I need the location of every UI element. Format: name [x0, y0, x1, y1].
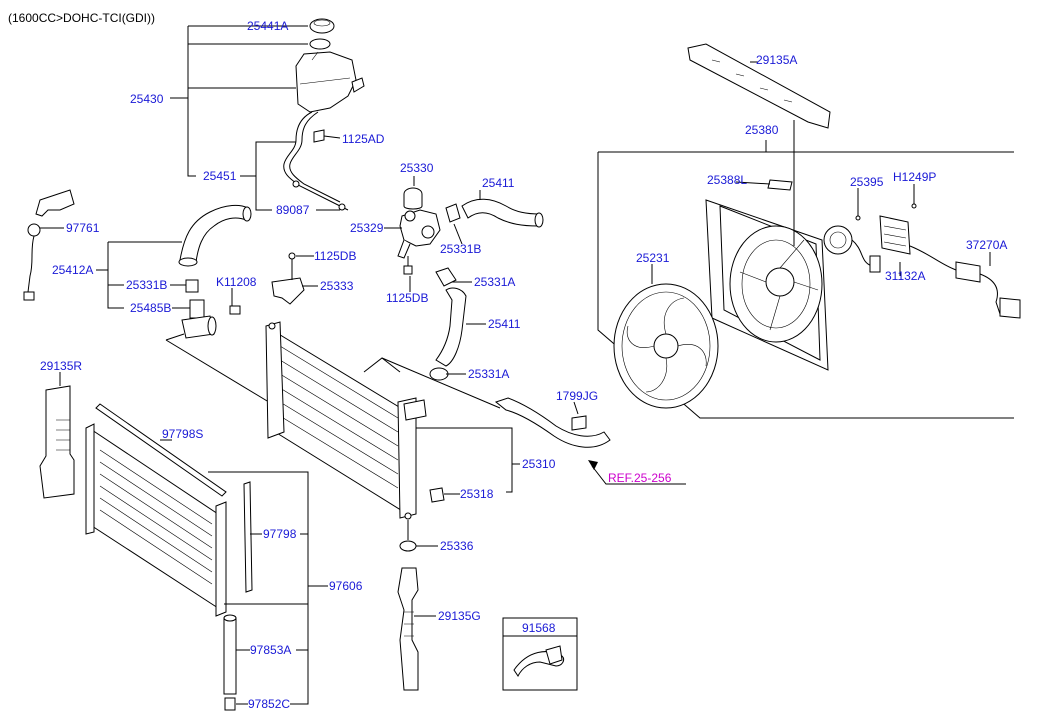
label-25485B: 25485B: [130, 301, 171, 315]
label-97606: 97606: [329, 579, 363, 593]
seal-97798S: [95, 403, 227, 497]
reference-label: REF.25-256: [608, 471, 672, 485]
label-37270A: 37270A: [966, 238, 1007, 252]
motor-25395: [823, 215, 881, 273]
label-25333: 25333: [320, 279, 354, 293]
label-25441A: 25441A: [247, 19, 288, 33]
label-25395: 25395: [850, 175, 884, 189]
label-25330: 25330: [400, 161, 434, 175]
label-25411-lower: 25411: [488, 317, 521, 331]
label-25331B-upper: 25331B: [440, 242, 481, 256]
sensor-97761: [23, 189, 75, 301]
seal-97798: [243, 481, 253, 593]
label-1125DB-housing: 1125DB: [386, 291, 428, 305]
label-25380: 25380: [745, 123, 779, 137]
reservoir-tank: [295, 51, 365, 113]
label-25388L: 25388L: [707, 173, 747, 187]
label-29135G: 29135G: [438, 609, 481, 623]
hose-25412A: [178, 204, 252, 267]
clamp-25331A-lower: [429, 367, 449, 381]
label-25336: 25336: [440, 539, 474, 553]
label-1125DB-bracket: 1125DB: [314, 249, 356, 263]
resistor-31132A: [879, 203, 917, 255]
label-25412A: 25412A: [52, 263, 93, 277]
hose-lower-25411: [435, 287, 467, 367]
label-97852C: 97852C: [248, 697, 290, 711]
leader-lines-reservoir: [170, 25, 341, 211]
leader-lines-fan: [651, 181, 991, 284]
label-25331A-lower: 25331A: [468, 367, 509, 381]
guard-29135R: [39, 385, 75, 499]
label-1799JG: 1799JG: [556, 389, 598, 403]
guard-29135A: [687, 43, 831, 129]
reference-arrow: [588, 460, 686, 485]
nipple-25485B: [181, 299, 217, 339]
label-25451: 25451: [203, 169, 237, 183]
label-1125AD: 1125AD: [342, 132, 385, 146]
label-29135A: 29135A: [756, 53, 797, 67]
label-25329: 25329: [350, 221, 384, 235]
diagram-title: (1600CC>DOHC-TCI(GDI)): [8, 11, 155, 25]
label-H1249P: H1249P: [893, 170, 936, 184]
clip-box-91568: [502, 617, 578, 691]
radiator-25310: [265, 321, 427, 520]
fan-25231: [613, 283, 719, 409]
bracket-25333: [271, 252, 305, 305]
guard-29135G: [397, 567, 419, 691]
label-25331B-lower: 25331B: [126, 278, 167, 292]
clamp-25331B-lower: [185, 279, 199, 293]
label-25331A-upper: 25331A: [474, 275, 515, 289]
reservoir-cap: [309, 18, 335, 50]
shroud-frame: [705, 199, 829, 371]
condenser-97606: [85, 423, 227, 617]
bolt-1125DB-housing: [403, 256, 413, 275]
label-29135R: 29135R: [40, 359, 82, 373]
label-89087: 89087: [276, 203, 310, 217]
clamp-25331B-upper: [445, 203, 461, 223]
reservoir-hose: [283, 111, 349, 211]
mount-25336: [399, 520, 417, 552]
label-25318: 25318: [460, 487, 494, 501]
label-97798S: 97798S: [162, 427, 203, 441]
label-91568: 91568: [522, 621, 556, 635]
leader-lines-housing: [384, 176, 486, 375]
label-97761: 97761: [66, 221, 100, 235]
radiator-hose-1799JG: [494, 397, 611, 448]
label-25430: 25430: [130, 92, 164, 106]
leader-lines-condenser: [160, 439, 328, 705]
label-25231: 25231: [636, 251, 670, 265]
connector-37270A: [909, 245, 1021, 319]
label-31132A: 31132A: [885, 269, 925, 283]
leader-lines-left-hose: [96, 241, 293, 417]
label-K11208: K11208: [216, 275, 257, 289]
clamp-25331A-upper: [435, 267, 457, 287]
label-97853A: 97853A: [250, 643, 291, 657]
label-25411-upper: 25411: [482, 176, 515, 190]
drain-25318: [429, 487, 445, 503]
plug-97852C: [224, 697, 236, 711]
wiring-25388L: [767, 120, 795, 246]
thermostat-housing: [397, 209, 441, 259]
thermostat: [403, 187, 423, 210]
label-97798: 97798: [263, 527, 297, 541]
leader-lines-radiator: [363, 357, 579, 547]
hose-upper-25411: [461, 198, 544, 228]
receiver-dryer-97853A: [223, 614, 237, 695]
label-25310: 25310: [522, 457, 556, 471]
bolt-K11208: [229, 305, 241, 315]
